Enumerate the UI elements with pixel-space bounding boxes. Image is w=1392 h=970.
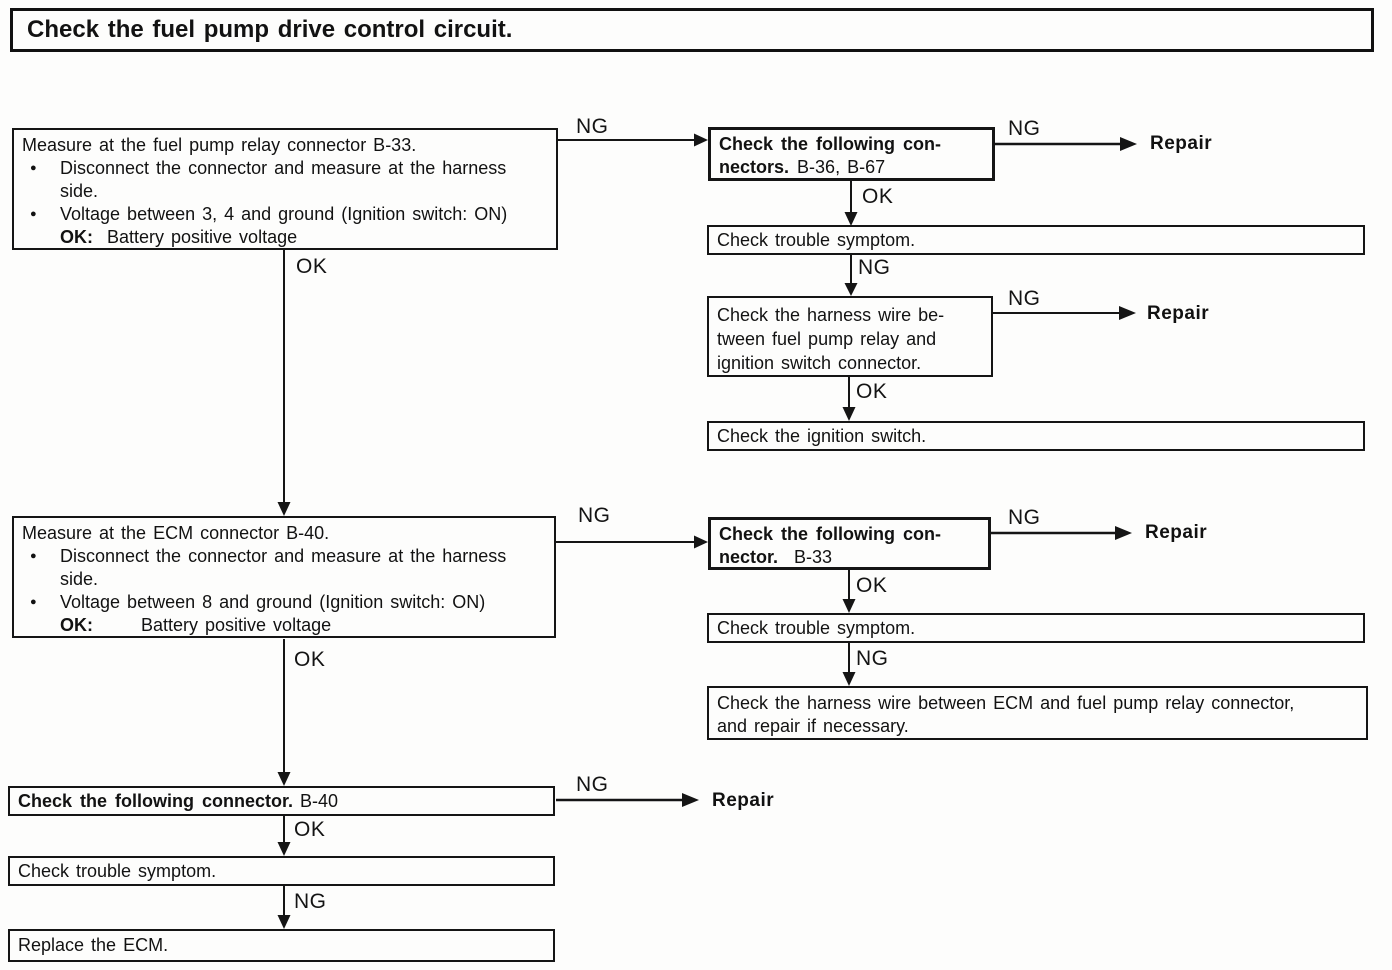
bullet-line: Disconnect the connector and measure at …: [60, 546, 507, 566]
ok-value: Battery positive voltage: [107, 227, 298, 247]
arrow-connector-b40-to-symptom3-ok: [277, 816, 291, 856]
ng-label-relay-branch: NG: [576, 115, 609, 138]
flow-box-harness-relay: Check the harness wire be- tween fuel pu…: [707, 296, 993, 377]
page-title: Check the fuel pump drive control circui…: [10, 8, 1374, 52]
harness-relay-line1: Check the harness wire be-: [717, 305, 945, 325]
ok-label-connectors: OK: [862, 185, 894, 208]
connector-b33-bold-line2: nector.: [719, 547, 779, 567]
connector-b33-bold-line1: Check the following con-: [719, 524, 942, 544]
trouble-symptom-3-text: Check trouble symptom.: [18, 861, 217, 881]
ok-label-harness: OK: [856, 380, 888, 403]
ok-label-connector-b40: OK: [294, 818, 326, 841]
trouble-symptom-1-text: Check trouble symptom.: [717, 230, 916, 250]
ng-label-connectors-repair: NG: [1008, 117, 1041, 140]
bullet-icon: ●: [30, 162, 37, 174]
bullet-icon: ●: [30, 596, 37, 608]
arrow-harness-to-ignition-ok: [842, 377, 856, 421]
repair-label-4: Repair: [712, 790, 775, 811]
ng-label-connector-repair: NG: [1008, 506, 1041, 529]
arrow-symptom3-to-replace-ng: [277, 886, 291, 929]
ok-label-ecm: OK: [294, 648, 326, 671]
repair-label-1: Repair: [1150, 133, 1213, 154]
arrow-ecm-to-connector-ng: [556, 535, 708, 549]
connector-b40-detail: B-40: [300, 791, 339, 811]
ok-key: OK:: [60, 227, 93, 247]
harness-ecm-line2: and repair if necessary.: [717, 716, 909, 736]
bullet-line: Voltage between 3, 4 and ground (Ignitio…: [60, 204, 508, 224]
connectors-detail: B-36, B-67: [797, 157, 886, 177]
flow-box-measure-relay: Measure at the fuel pump relay connector…: [12, 128, 558, 250]
measure-ecm-bullet-1: ● Disconnect the connector and measure a…: [22, 545, 546, 591]
harness-relay-line2: tween fuel pump relay and: [717, 329, 937, 349]
repair-label-3: Repair: [1145, 522, 1208, 543]
flow-box-measure-ecm: Measure at the ECM connector B-40. ● Dis…: [12, 516, 556, 638]
bullet-line: Disconnect the connector and measure at …: [60, 158, 507, 178]
ok-key: OK:: [60, 615, 93, 635]
bullet-line: Voltage between 8 and ground (Ignition s…: [60, 592, 486, 612]
ok-value: Battery positive voltage: [141, 615, 332, 635]
flow-box-check-connector-b40: Check the following connector. B-40: [8, 786, 555, 816]
flow-box-replace-ecm: Replace the ECM.: [8, 929, 555, 962]
flow-box-ignition-switch: Check the ignition switch.: [707, 421, 1365, 451]
bullet-icon: ●: [30, 550, 37, 562]
arrow-relay-to-ecm-ok: [277, 250, 291, 516]
harness-relay-line3: ignition switch connector.: [717, 353, 922, 373]
connectors-bold-line2: nectors.: [719, 157, 790, 177]
bullet-line: side.: [60, 569, 99, 589]
measure-relay-heading: Measure at the fuel pump relay connector…: [22, 135, 417, 155]
flow-box-trouble-symptom-2: Check trouble symptom.: [707, 613, 1365, 643]
measure-relay-ok-line: OK: Battery positive voltage: [22, 226, 548, 249]
arrow-connectors-to-symptom-ok: [844, 181, 858, 226]
measure-ecm-heading: Measure at the ECM connector B-40.: [22, 523, 330, 543]
connectors-bold-line1: Check the following con-: [719, 134, 942, 154]
ng-label-harness-repair: NG: [1008, 287, 1041, 310]
arrow-connector-to-symptom2-ok: [842, 570, 856, 613]
arrow-ecm-to-connector-b40-ok: [277, 639, 291, 786]
ignition-switch-text: Check the ignition switch.: [717, 426, 927, 446]
ng-label-symptom2: NG: [856, 647, 889, 670]
ng-label-connector-b40: NG: [576, 773, 609, 796]
measure-relay-bullet-2: ● Voltage between 3, 4 and ground (Ignit…: [22, 203, 548, 226]
flow-box-check-connector-b33: Check the following con- nector. B-33: [708, 517, 991, 570]
ng-label-symptom1: NG: [858, 256, 891, 279]
ng-label-symptom3: NG: [294, 890, 327, 913]
arrow-symptom2-to-harness-ng: [842, 642, 856, 686]
trouble-symptom-2-text: Check trouble symptom.: [717, 618, 916, 638]
ok-label-relay: OK: [296, 255, 328, 278]
measure-relay-bullet-1: ● Disconnect the connector and measure a…: [22, 157, 548, 203]
repair-label-2: Repair: [1147, 303, 1210, 324]
measure-ecm-bullet-2: ● Voltage between 8 and ground (Ignition…: [22, 591, 546, 614]
flow-box-trouble-symptom-3: Check trouble symptom.: [8, 856, 555, 886]
connector-b40-bold: Check the following connector.: [18, 791, 294, 811]
page-title-text: Check the fuel pump drive control circui…: [27, 16, 513, 43]
connector-b33-detail: B-33: [794, 547, 833, 567]
bullet-line: side.: [60, 181, 99, 201]
flow-box-check-connectors-b36-b67: Check the following con- nectors. B-36, …: [708, 127, 995, 181]
flow-box-harness-ecm: Check the harness wire between ECM and f…: [707, 686, 1368, 740]
replace-ecm-text: Replace the ECM.: [18, 935, 169, 955]
bullet-icon: ●: [30, 208, 37, 220]
harness-ecm-line1: Check the harness wire between ECM and f…: [717, 693, 1295, 713]
flow-box-trouble-symptom-1: Check trouble symptom.: [707, 225, 1365, 255]
ng-label-ecm-branch: NG: [578, 504, 611, 527]
ok-label-connector-b33: OK: [856, 574, 888, 597]
measure-ecm-ok-line: OK: Battery positive voltage: [22, 614, 546, 637]
arrow-symptom-to-harness-ng: [844, 255, 858, 296]
